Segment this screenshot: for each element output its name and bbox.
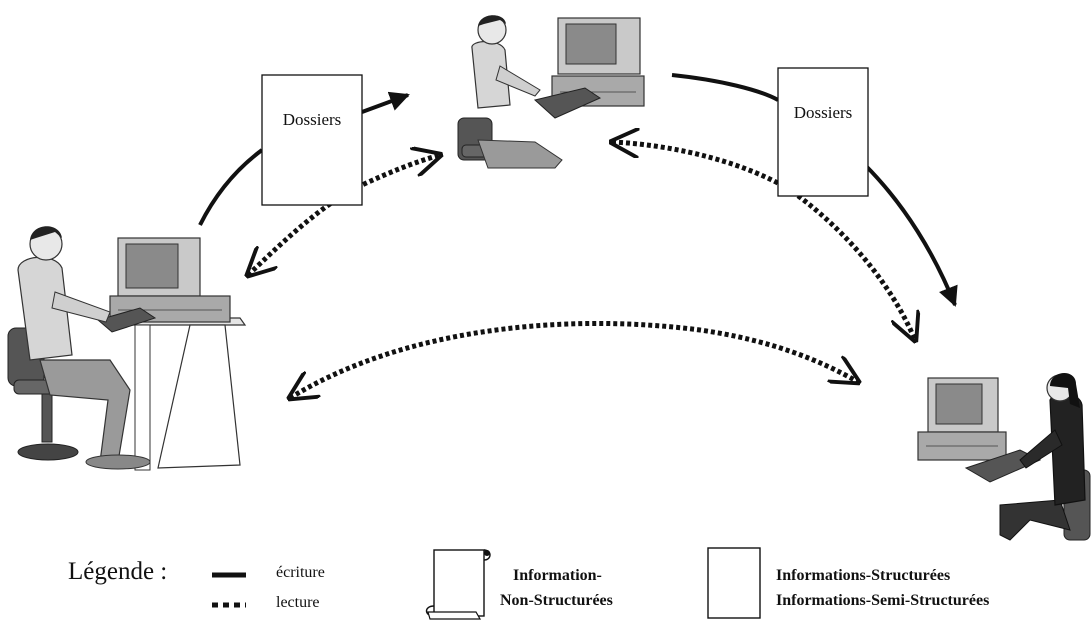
solid-arrow-folder-to-right bbox=[863, 163, 958, 307]
solid-arrow-left-to-folder bbox=[198, 148, 264, 226]
legend-scroll-line2: Non-Structurées bbox=[500, 592, 613, 609]
folder-box-left: Dossiers bbox=[261, 74, 363, 206]
seated-woman-computer-icon bbox=[917, 372, 1091, 541]
legend-box-line2: Informations-Semi-Structurées bbox=[776, 592, 990, 609]
legend-solid-label: écriture bbox=[276, 564, 325, 581]
legend-scroll-line1: Information- bbox=[513, 567, 602, 584]
legend-title: Légende : bbox=[68, 558, 168, 585]
folder-label-right: Dossiers bbox=[794, 103, 853, 122]
seated-man-computer-icon bbox=[457, 15, 645, 169]
box-icon bbox=[707, 547, 761, 619]
dotted-arrow-top-right bbox=[612, 142, 915, 340]
scroll-icon bbox=[425, 549, 491, 620]
legend-dotted-label: lecture bbox=[276, 594, 320, 611]
folder-box-right: Dossiers bbox=[777, 67, 869, 197]
solid-arrow-top-to-folder bbox=[671, 73, 779, 102]
solid-arrow-folder-to-top bbox=[361, 91, 410, 114]
legend-graphics bbox=[212, 547, 761, 620]
dotted-arrow-left-right bbox=[290, 320, 858, 398]
legend-box-line1: Informations-Structurées bbox=[776, 567, 951, 584]
folder-label-left: Dossiers bbox=[283, 110, 342, 129]
seated-man-desk-computer-icon bbox=[7, 226, 247, 471]
